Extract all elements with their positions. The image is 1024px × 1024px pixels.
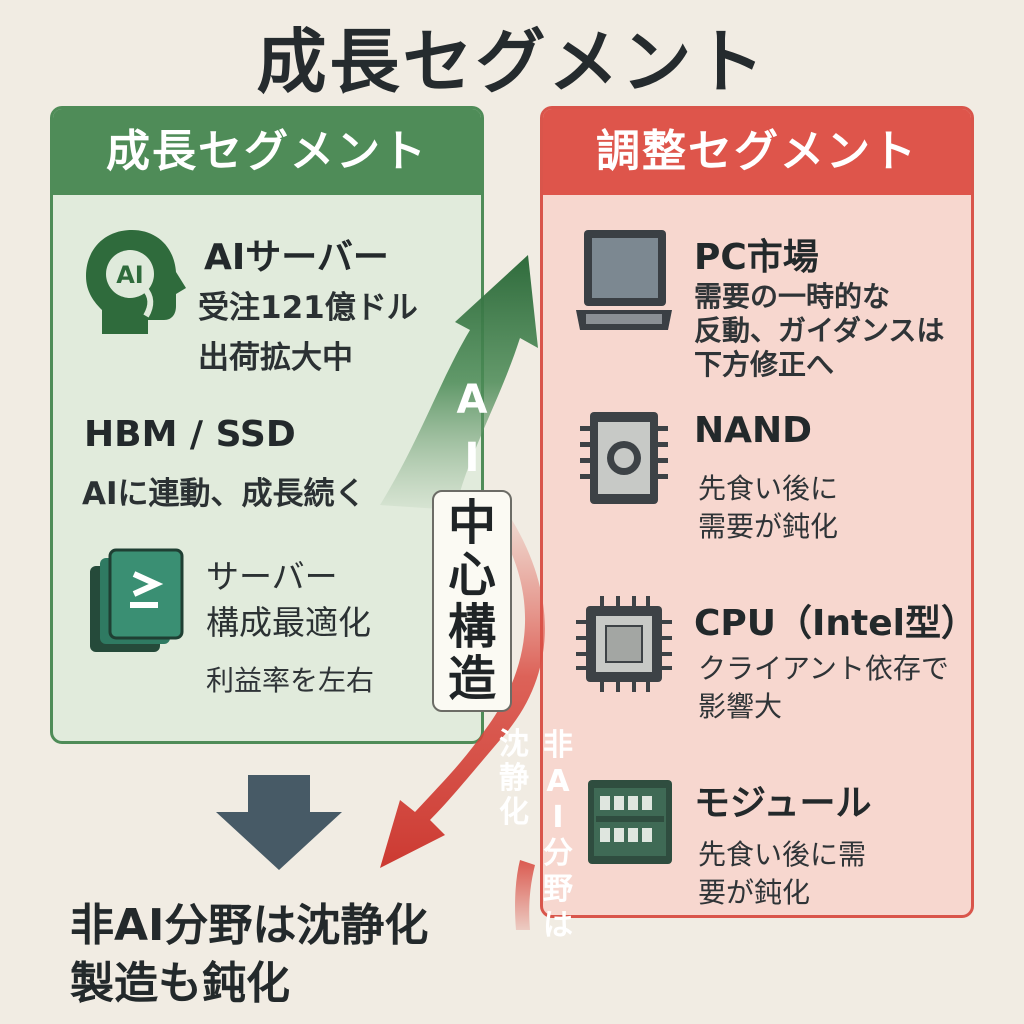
green-up-arrow — [380, 255, 538, 510]
cpu-line2: 影響大 — [698, 690, 783, 723]
cpu-title: CPU（Intel型） — [694, 603, 978, 644]
server-title1: サーバー — [206, 557, 338, 596]
bottom-line1: 非AI分野は沈静化 — [70, 900, 429, 951]
ai-server-line2: 出荷拡大中 — [198, 340, 353, 376]
growth-panel-header: 成長セグメント — [53, 109, 481, 195]
non-ai-char-5: 野 — [543, 872, 573, 907]
ai-head-icon-label: AI — [116, 261, 144, 289]
center-box-char-2: 心 — [447, 547, 496, 603]
center-box-char-4: 造 — [447, 651, 496, 707]
red-tail — [515, 860, 535, 930]
pc-line2: 反動、ガイダンスは — [694, 314, 945, 347]
nand-line1: 先食い後に — [698, 472, 839, 505]
server-title2: 構成最適化 — [206, 603, 371, 642]
calming-char-1: 沈 — [499, 727, 529, 762]
non-ai-char-1: 非 — [543, 728, 573, 763]
module-title: モジュール — [694, 783, 872, 824]
calming-vertical-label: 沈 静 化 — [496, 728, 532, 830]
module-line1: 先食い後に需 — [698, 838, 867, 871]
non-ai-char-6: は — [543, 908, 573, 943]
non-ai-vertical-label: 非 A I 分 野 は — [540, 728, 576, 944]
bottom-line2: 製造も鈍化 — [70, 958, 290, 1009]
cpu-line1: クライアント依存で — [698, 652, 949, 685]
ai-server-line1: 受注121億ドル — [198, 290, 418, 326]
non-ai-char-4: 分 — [543, 836, 573, 871]
center-box-char-1: 中 — [447, 495, 496, 551]
calming-char-2: 静 — [499, 761, 529, 796]
center-ai-char-2: I — [464, 435, 480, 481]
server-line1: 利益率を左右 — [206, 664, 375, 697]
nand-title: NAND — [694, 410, 813, 451]
adjust-panel-header: 調整セグメント — [543, 109, 971, 195]
non-ai-char-2: A — [546, 764, 570, 799]
module-line2: 要が鈍化 — [698, 876, 811, 909]
calming-char-3: 化 — [499, 795, 529, 830]
center-structure-box: 中 心 構 造 — [432, 490, 512, 712]
pc-line3: 下方修正へ — [694, 348, 835, 381]
nand-chip-icon — [580, 412, 668, 504]
server-stack-icon — [90, 548, 184, 652]
memory-module-icon — [588, 780, 672, 864]
page-title: 成長セグメント — [256, 21, 768, 103]
hbm-ssd-line1: AIに連動、成長続く — [82, 476, 366, 512]
cpu-chip-icon — [576, 596, 672, 692]
down-arrow — [216, 775, 342, 870]
pc-market-title: PC市場 — [694, 237, 819, 278]
center-ai-char-1: A — [456, 377, 488, 423]
hbm-ssd-title: HBM / SSD — [84, 414, 296, 455]
center-box-char-3: 構 — [447, 599, 496, 655]
nand-line2: 需要が鈍化 — [698, 510, 839, 543]
laptop-icon — [576, 230, 672, 330]
pc-line1: 需要の一時的な — [694, 280, 891, 313]
non-ai-char-3: I — [552, 800, 564, 835]
ai-server-title: AIサーバー — [204, 237, 389, 278]
ai-head-icon: AI — [86, 230, 186, 334]
